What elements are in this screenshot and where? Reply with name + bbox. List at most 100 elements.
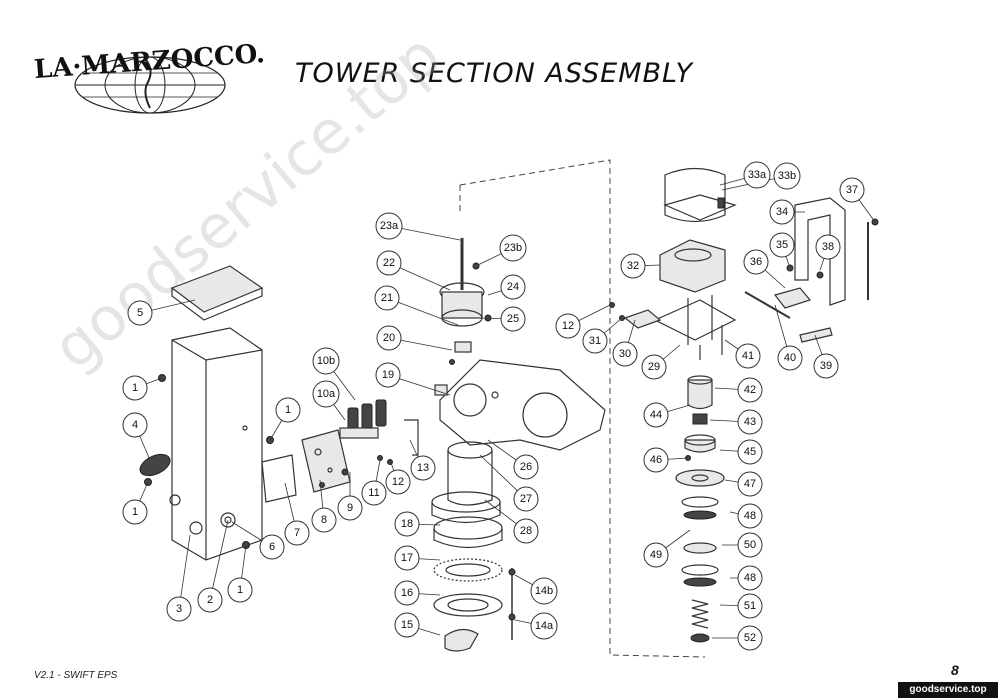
callout-label: 1 — [132, 382, 138, 394]
callout-label: 33b — [778, 170, 796, 182]
callout-label: 43 — [744, 416, 756, 428]
callout-45: 45 — [737, 439, 763, 465]
callout-label: 44 — [650, 409, 662, 421]
callout-label: 20 — [383, 332, 395, 344]
callout-label: 14a — [535, 620, 554, 632]
callout-label: 28 — [520, 525, 532, 537]
callout-label: 12 — [562, 320, 574, 332]
part-disc-47 — [675, 469, 725, 487]
part-bracket-34 — [794, 197, 846, 306]
callout-5: 5 — [127, 300, 153, 326]
callout-label: 10a — [317, 388, 336, 400]
leader-line — [209, 519, 229, 601]
part-spout-15 — [444, 628, 479, 652]
callout-label: 23a — [380, 220, 399, 232]
callout-label: 19 — [382, 369, 394, 381]
part-valve-body — [441, 291, 483, 319]
callout-label: 51 — [744, 600, 756, 612]
callout-label: 1 — [237, 584, 243, 596]
callout-21: 21 — [374, 285, 400, 311]
part-motor-33 — [664, 167, 726, 223]
callout-label: 46 — [650, 454, 662, 466]
la-marzocco-logo: LA·MARZOCCO. — [33, 40, 266, 114]
part-clamp-36 — [773, 287, 812, 309]
page-number: 8 — [951, 662, 959, 678]
callout-41: 41 — [735, 343, 761, 369]
callout-23b: 23b — [499, 234, 527, 262]
callout-38: 38 — [815, 234, 841, 260]
callout-10a: 10a — [312, 380, 340, 408]
part-column — [447, 450, 493, 506]
callout-label: 31 — [589, 335, 601, 347]
callout-label: 48 — [744, 510, 756, 522]
callout-33b: 33b — [773, 162, 801, 190]
part-rod-40 — [744, 291, 791, 319]
part-ring-18 — [433, 516, 503, 540]
part-tower-body — [171, 327, 263, 561]
part-display-pcb — [301, 429, 351, 493]
model-footer: V2.1 - SWIFT EPS — [34, 670, 118, 681]
callout-13: 13 — [410, 455, 436, 481]
callout-label: 6 — [269, 541, 275, 553]
callout-20: 20 — [376, 325, 402, 351]
callout-label: 21 — [381, 292, 393, 304]
callout-33a: 33a — [743, 161, 771, 189]
callout-label: 35 — [776, 239, 788, 251]
callout-label: 1 — [285, 404, 291, 416]
callout-3: 3 — [166, 596, 192, 622]
callout-31: 31 — [582, 328, 608, 354]
callout-15: 15 — [394, 612, 420, 638]
callout-48: 48 — [737, 565, 763, 591]
callout-label: 29 — [648, 361, 660, 373]
page-title: TOWER SECTION ASSEMBLY — [295, 58, 693, 89]
callout-12: 12 — [555, 313, 581, 339]
callout-label: 8 — [321, 514, 327, 526]
callout-32: 32 — [620, 253, 646, 279]
callout-47: 47 — [737, 471, 763, 497]
callout-label: 32 — [627, 260, 639, 272]
part-housing-32 — [659, 239, 726, 293]
part-base-plate — [439, 359, 606, 451]
callout-label: 18 — [401, 518, 413, 530]
callout-48: 48 — [737, 503, 763, 529]
callout-label: 48 — [744, 572, 756, 584]
callout-label: 2 — [207, 594, 213, 606]
callout-label: 1 — [132, 506, 138, 518]
part-cover-plate — [261, 454, 297, 503]
callout-17: 17 — [394, 545, 420, 571]
callout-22: 22 — [376, 250, 402, 276]
callout-label: 11 — [368, 487, 379, 499]
callout-29: 29 — [641, 354, 667, 380]
callout-49: 49 — [643, 542, 669, 568]
callout-label: 52 — [744, 632, 756, 644]
callout-2: 2 — [197, 587, 223, 613]
callout-46: 46 — [643, 447, 669, 473]
callout-10b: 10b — [312, 347, 340, 375]
callout-26: 26 — [513, 454, 539, 480]
callout-label: 3 — [176, 603, 182, 615]
part-flange-45 — [684, 439, 716, 453]
callout-label: 45 — [744, 446, 756, 458]
callout-18: 18 — [394, 511, 420, 537]
callout-1: 1 — [122, 375, 148, 401]
callout-12: 12 — [385, 469, 411, 495]
callout-label: 30 — [619, 348, 631, 360]
callout-label: 37 — [846, 184, 858, 196]
callout-label: 12 — [392, 476, 404, 488]
callout-30: 30 — [612, 341, 638, 367]
callout-label: 27 — [520, 493, 532, 505]
callout-label: 34 — [776, 206, 788, 218]
callout-label: 47 — [744, 478, 756, 490]
callout-label: 38 — [822, 241, 834, 253]
callout-label: 5 — [137, 307, 143, 319]
site-tag: goodservice.top — [898, 682, 998, 698]
callout-8: 8 — [311, 507, 337, 533]
callout-1: 1 — [275, 397, 301, 423]
part-heatsink — [339, 399, 387, 439]
part-gasket-17 — [433, 558, 503, 582]
callout-label: 41 — [742, 350, 754, 362]
part-top-cover — [170, 265, 264, 313]
callout-label: 14b — [535, 585, 553, 597]
callout-28: 28 — [513, 518, 539, 544]
